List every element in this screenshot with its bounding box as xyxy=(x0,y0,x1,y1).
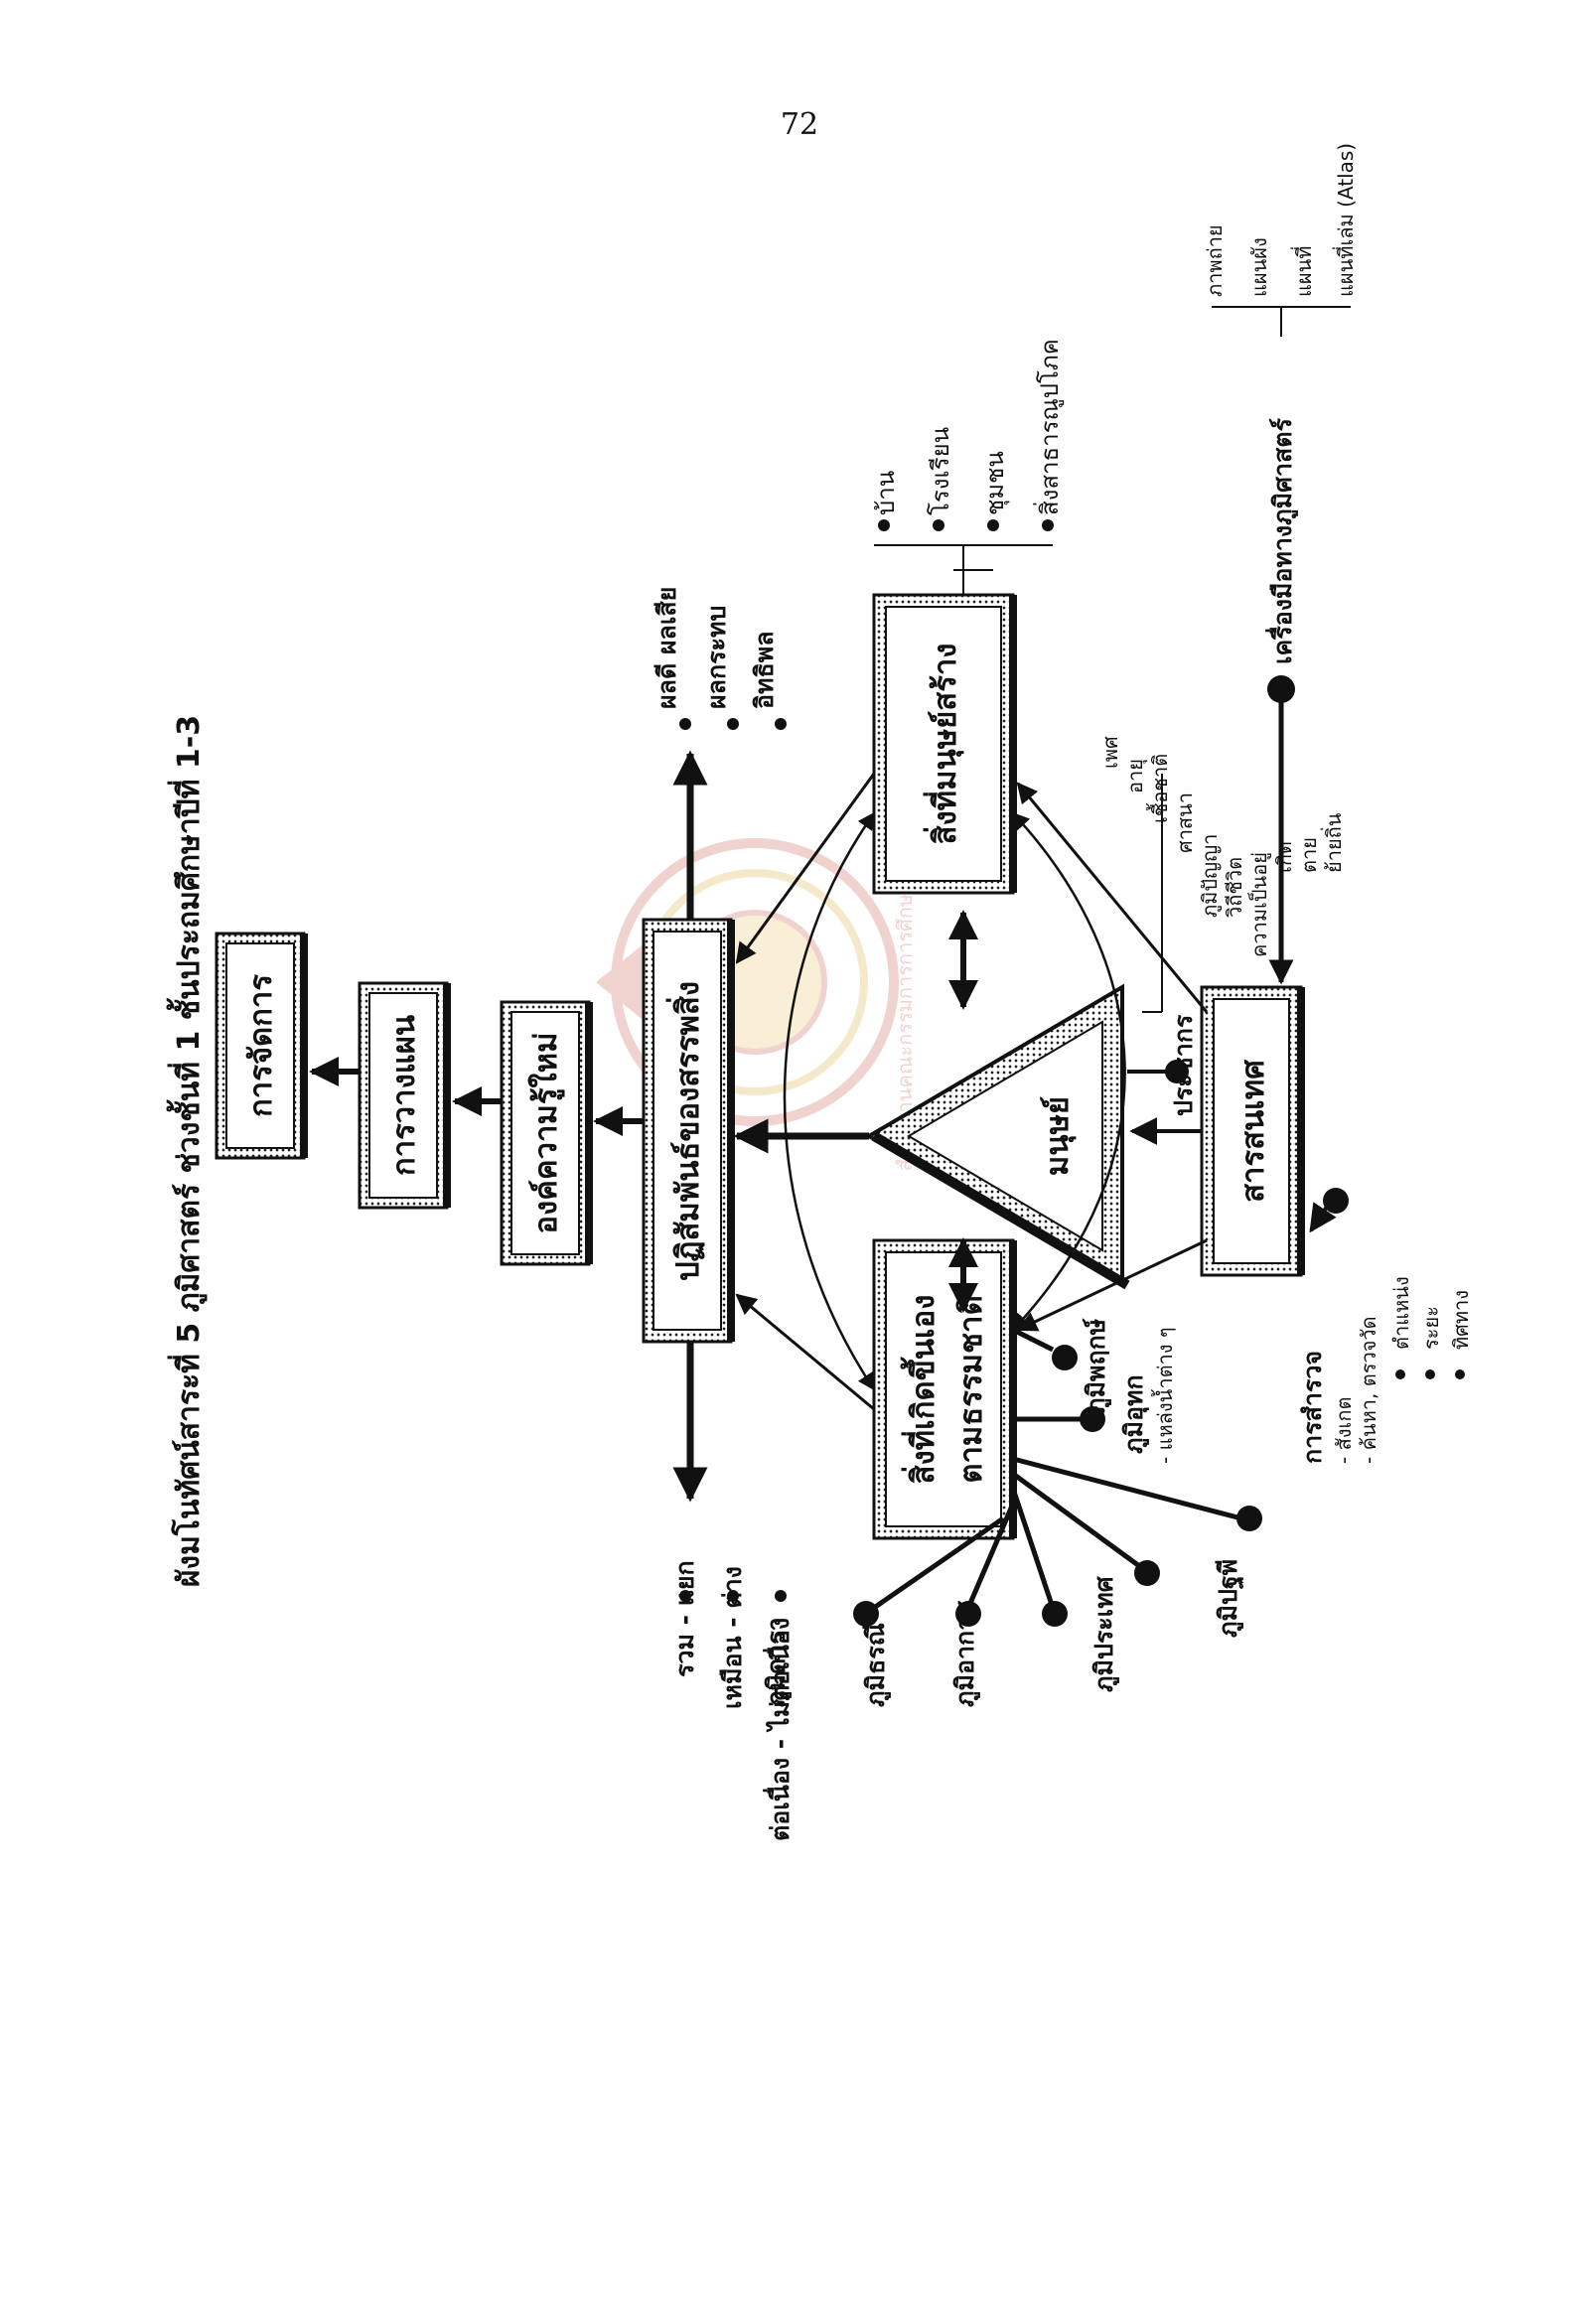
tools-item: แผนที่ xyxy=(1290,246,1316,297)
curve-natural-manmade-top xyxy=(783,811,876,1391)
interaction-label: ปฏิสัมพันธ์ของสรรพสิ่ง xyxy=(665,981,706,1281)
human-triangle: มนุษย์ xyxy=(865,983,1130,1290)
manmade-item: บ้าน xyxy=(872,471,900,515)
relations-list: รวม - แยก เหมือน - ต่าง ต่อเนื่อง - ไม่ต… xyxy=(670,1560,795,1841)
natural-item: ภูมิอุทก xyxy=(1119,1374,1150,1454)
results-list: ผลดี ผลเสีย ผลกระทบ อิทธิพล xyxy=(653,587,787,730)
natural-spokes: ภูมิดารา ภูมิธรณี ภูมิอากาศ ภูมิประเทศ ภ… xyxy=(762,1318,1262,1707)
manmade-items: บ้าน โรงเรียน ชุมชน สิ่งสาธารณูปโภค xyxy=(872,339,1065,595)
survey-item: ทิศทาง xyxy=(1449,1290,1473,1350)
box-interaction: ปฏิสัมพันธ์ของสรรพสิ่ง xyxy=(642,918,735,1344)
relation-item: ต่อเนื่อง - ไม่ต่อเนื่อง xyxy=(763,1618,795,1841)
manmade-item: โรงเรียน xyxy=(927,427,954,515)
natural-line2: ตามธรรมชาติ xyxy=(953,1295,989,1483)
tools-item: แผนที่เล่ม (Atlas) xyxy=(1332,143,1358,297)
population-item: ความเป็นอยู่ xyxy=(1246,852,1272,957)
relation-item: รวม - แยก xyxy=(670,1560,699,1677)
human-label: มนุษย์ xyxy=(1040,1096,1077,1176)
planning-label: การวางแผน xyxy=(386,1015,422,1176)
relation-item: เหมือน - ต่าง xyxy=(718,1566,747,1709)
page-number: 72 xyxy=(780,107,819,142)
population-item: เกิด xyxy=(1272,841,1296,873)
new-knowledge-label: องค์ความรู้ใหม่ xyxy=(527,1032,565,1233)
manmade-item: สิ่งสาธารณูปโภค xyxy=(1033,339,1065,515)
population-item: ตาย xyxy=(1297,837,1321,873)
population-item: วิถีชีวิต xyxy=(1223,857,1246,918)
box-natural: สิ่งที่เกิดขึ้นเอง ตามธรรมชาติ xyxy=(872,1238,1017,1540)
result-item: ผลดี ผลเสีย xyxy=(653,587,681,709)
natural-line1: สิ่งที่เกิดขึ้นเอง xyxy=(900,1295,942,1485)
result-item: อิทธิพล xyxy=(750,631,779,709)
box-planning: การวางแผน xyxy=(358,981,451,1210)
population-item: ภูมิปัญญา xyxy=(1198,834,1223,918)
natural-item: ภูมิปฐพี xyxy=(1214,1559,1244,1638)
natural-item: ภูมิดารา xyxy=(762,1617,793,1707)
population-item: ย้ายถิ่น xyxy=(1320,812,1346,873)
tools-label: เครื่องมือทางภูมิศาสตร์ xyxy=(1265,418,1299,664)
population-item: เพศ xyxy=(1098,736,1122,769)
arrow-info-to-manmade xyxy=(1016,782,1209,1013)
tools-item: ภาพถ่าย xyxy=(1203,224,1227,297)
arrow-info-to-natural xyxy=(1016,1238,1208,1332)
arrow-natural-to-interaction xyxy=(735,1293,875,1411)
box-information: สารสนเทศ xyxy=(1200,985,1305,1277)
population-label: ประชากร xyxy=(1169,1014,1198,1116)
survey-block: การสำรวจ - สังเกต - ค้นหา, ตรวจวัด ตำแหน… xyxy=(1298,1188,1473,1464)
manmade-label: สิ่งที่มนุษย์สร้าง xyxy=(923,644,964,845)
natural-item: ภูมิประเทศ xyxy=(1089,1575,1120,1692)
population-list: เพศ อายุ เชื้อชาติ ศาสนา ภูมิปัญญา วิถีช… xyxy=(1098,736,1346,957)
natural-item-sub: - แหล่งน้ำต่าง ๆ xyxy=(1151,1327,1177,1464)
curve-natural-manmade-bottom xyxy=(1011,811,1126,1332)
survey-item: ตำแหน่ง xyxy=(1389,1276,1413,1350)
population-item: เชื้อชาติ xyxy=(1146,754,1172,823)
information-label: สารสนเทศ xyxy=(1235,1059,1271,1203)
box-management: การจัดการ xyxy=(215,932,308,1160)
box-manmade: สิ่งที่มนุษย์สร้าง xyxy=(872,593,1017,895)
arrow-manmade-to-interaction xyxy=(735,773,876,964)
manmade-item: ชุมชน xyxy=(981,451,1010,515)
survey-item: ระยะ xyxy=(1419,1306,1443,1350)
tools-item: แผนผัง xyxy=(1247,237,1271,297)
survey-label: การสำรวจ xyxy=(1298,1351,1327,1464)
survey-sub: - สังเกต xyxy=(1332,1397,1356,1464)
population-item: ศาสนา xyxy=(1173,792,1197,853)
result-item: ผลกระทบ xyxy=(702,606,731,709)
natural-item: ภูมิพฤกษ์ xyxy=(1082,1318,1112,1414)
survey-sub: - ค้นหา, ตรวจวัด xyxy=(1357,1316,1380,1464)
box-new-knowledge: องค์ความรู้ใหม่ xyxy=(500,1000,593,1266)
tools-block: เครื่องมือทางภูมิศาสตร์ ภาพถ่าย แผนผัง แ… xyxy=(1203,143,1358,985)
natural-item: ภูมิธรณี xyxy=(861,1623,892,1707)
population-item: อายุ xyxy=(1123,759,1148,793)
diagram-title: ผังมโนทัศน์สาระที่ 5 ภูมิศาสตร์ ช่วงชั้น… xyxy=(166,715,208,1587)
natural-item: ภูมิอากาศ xyxy=(950,1600,981,1707)
management-label: การจัดการ xyxy=(243,974,279,1117)
population-callout: ประชากร เพศ อายุ เชื้อชาติ ศาสนา ภูมิปัญ… xyxy=(1098,736,1346,1116)
